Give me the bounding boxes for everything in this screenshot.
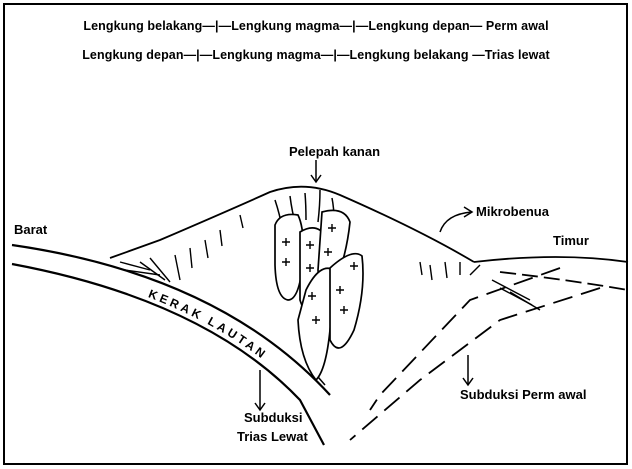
microcontinent-slab	[500, 272, 628, 290]
label-pelepah-kanan: Pelepah kanan	[289, 144, 380, 159]
arrow-mikrobenua	[440, 207, 472, 232]
arrow-subduksi-perm	[463, 355, 473, 385]
label-kerak-lautan: KERAK LAUTAN	[146, 287, 270, 363]
label-mikrobenua: Mikrobenua	[476, 204, 549, 219]
subduction-perm-dashed-2	[350, 288, 600, 440]
arrow-subduksi-trias	[255, 370, 265, 410]
arrow-pelepah-kanan	[311, 160, 321, 182]
label-barat: Barat	[14, 222, 47, 237]
microcontinent-surface	[474, 257, 628, 262]
label-subduksi-perm-awal: Subduksi Perm awal	[460, 387, 586, 402]
label-subduksi-trias-line2: Trias Lewat	[237, 429, 308, 444]
label-timur: Timur	[553, 233, 589, 248]
label-subduksi-trias-line1: Subduksi	[244, 410, 303, 425]
